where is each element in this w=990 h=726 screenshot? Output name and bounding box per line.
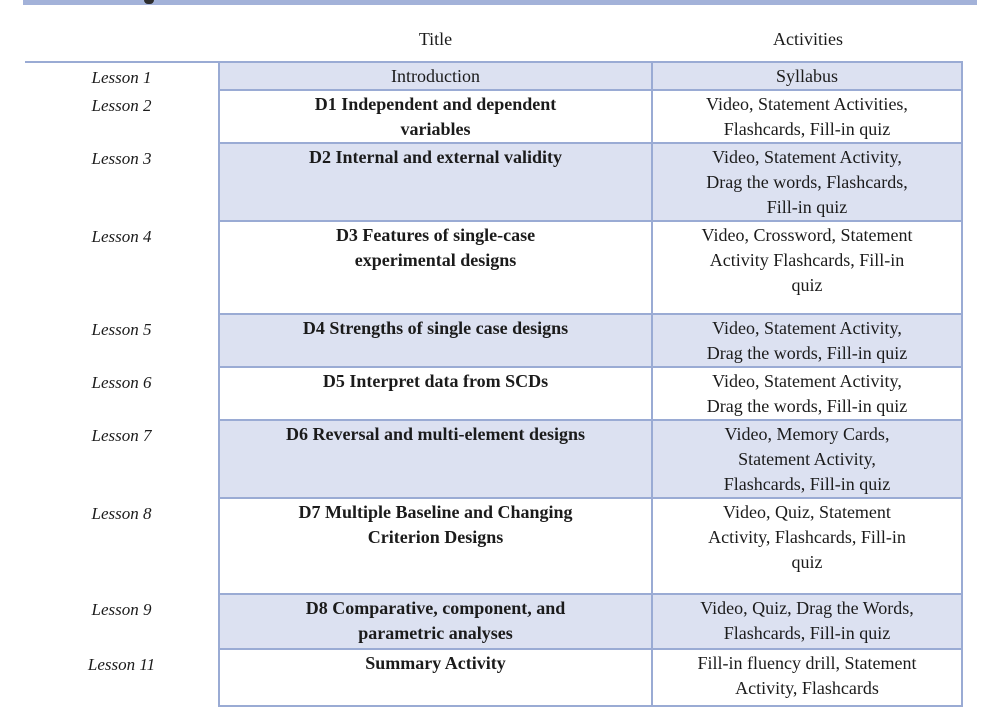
activities-cell: Video, Crossword, Statement Activity Fla… — [653, 222, 963, 315]
table-row: Lesson 1 Introduction Syllabus — [25, 63, 963, 91]
title-cell: D6 Reversal and multi-element designs — [218, 421, 653, 499]
lesson-cell: Lesson 3 — [91, 149, 152, 168]
title-cell: D3 Features of single-case experimental … — [218, 222, 653, 315]
lesson-cell: Lesson 1 — [91, 68, 152, 87]
table-row: Lesson 9 D8 Comparative, component, and … — [25, 595, 963, 650]
table-row: Lesson 6 D5 Interpret data from SCDs Vid… — [25, 368, 963, 421]
course-schedule-table: Title Activities Lesson 1 Introduction S… — [25, 25, 963, 707]
title-cell: D4 Strengths of single case designs — [218, 315, 653, 368]
activities-cell: Syllabus — [653, 63, 963, 91]
table-row: Lesson 8 D7 Multiple Baseline and Changi… — [25, 499, 963, 595]
activities-cell: Video, Memory Cards, Statement Activity,… — [653, 421, 963, 499]
title-cell: D1 Independent and dependent variables — [218, 91, 653, 144]
column-header-title: Title — [418, 29, 453, 49]
title-cell: Summary Activity — [218, 650, 653, 707]
title-cell: D7 Multiple Baseline and Changing Criter… — [218, 499, 653, 595]
title-cell: D5 Interpret data from SCDs — [218, 368, 653, 421]
table-row: Lesson 3 D2 Internal and external validi… — [25, 144, 963, 222]
column-header-activities: Activities — [773, 29, 843, 49]
table-body: Lesson 1 Introduction Syllabus Lesson 2 … — [25, 63, 963, 707]
table-row: Lesson 4 D3 Features of single-case expe… — [25, 222, 963, 315]
activities-cell: Video, Quiz, Statement Activity, Flashca… — [653, 499, 963, 595]
activities-cell: Video, Statement Activity, Drag the word… — [653, 144, 963, 222]
table-row: Lesson 5 D4 Strengths of single case des… — [25, 315, 963, 368]
lesson-cell: Lesson 2 — [91, 96, 152, 115]
activities-cell: Fill-in fluency drill, Statement Activit… — [653, 650, 963, 707]
top-table-border — [23, 0, 977, 5]
lesson-cell: Lesson 6 — [91, 373, 152, 392]
table-row: Lesson 7 D6 Reversal and multi-element d… — [25, 421, 963, 499]
title-cell: D8 Comparative, component, and parametri… — [218, 595, 653, 650]
column-header-lesson-empty — [25, 25, 218, 61]
activities-cell: Video, Quiz, Drag the Words, Flashcards,… — [653, 595, 963, 650]
title-cell: D2 Internal and external validity — [218, 144, 653, 222]
lesson-cell: Lesson 7 — [91, 426, 152, 445]
title-cell: Introduction — [218, 63, 653, 91]
cutoff-text-descender — [144, 0, 154, 4]
lesson-cell: Lesson 8 — [91, 504, 152, 523]
activities-cell: Video, Statement Activity, Drag the word… — [653, 368, 963, 421]
lesson-cell: Lesson 11 — [87, 655, 156, 674]
lesson-cell: Lesson 9 — [91, 600, 152, 619]
table-row: Lesson 2 D1 Independent and dependent va… — [25, 91, 963, 144]
table-header-row: Title Activities — [25, 25, 963, 63]
activities-cell: Video, Statement Activity, Drag the word… — [653, 315, 963, 368]
lesson-cell: Lesson 4 — [91, 227, 152, 246]
activities-cell: Video, Statement Activities, Flashcards,… — [653, 91, 963, 144]
table-row: Lesson 11 Summary Activity Fill-in fluen… — [25, 650, 963, 707]
lesson-cell: Lesson 5 — [91, 320, 152, 339]
